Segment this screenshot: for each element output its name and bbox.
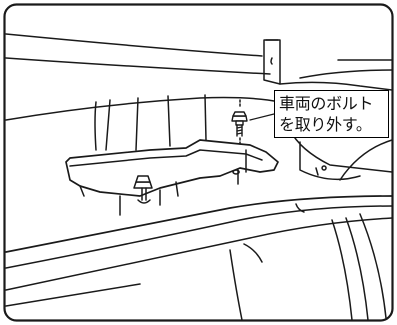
lower-rail-top bbox=[5, 195, 393, 253]
callout-leader bbox=[249, 113, 275, 121]
diagram-frame bbox=[3, 3, 394, 322]
mid-panel-line bbox=[5, 96, 281, 121]
right-panel-top bbox=[279, 81, 393, 91]
callout-box: 車両のボルト を取り外す。 bbox=[274, 90, 389, 138]
bolt-icon bbox=[231, 111, 248, 137]
upper-panel-edge bbox=[5, 57, 271, 75]
upper-panel-top bbox=[5, 33, 263, 57]
callout-line-2: を取り外す。 bbox=[279, 115, 372, 134]
installed-bolt bbox=[133, 175, 153, 204]
vertical-post bbox=[263, 39, 281, 85]
callout-line-1: 車両のボルト bbox=[279, 94, 374, 113]
bracket bbox=[65, 139, 279, 197]
